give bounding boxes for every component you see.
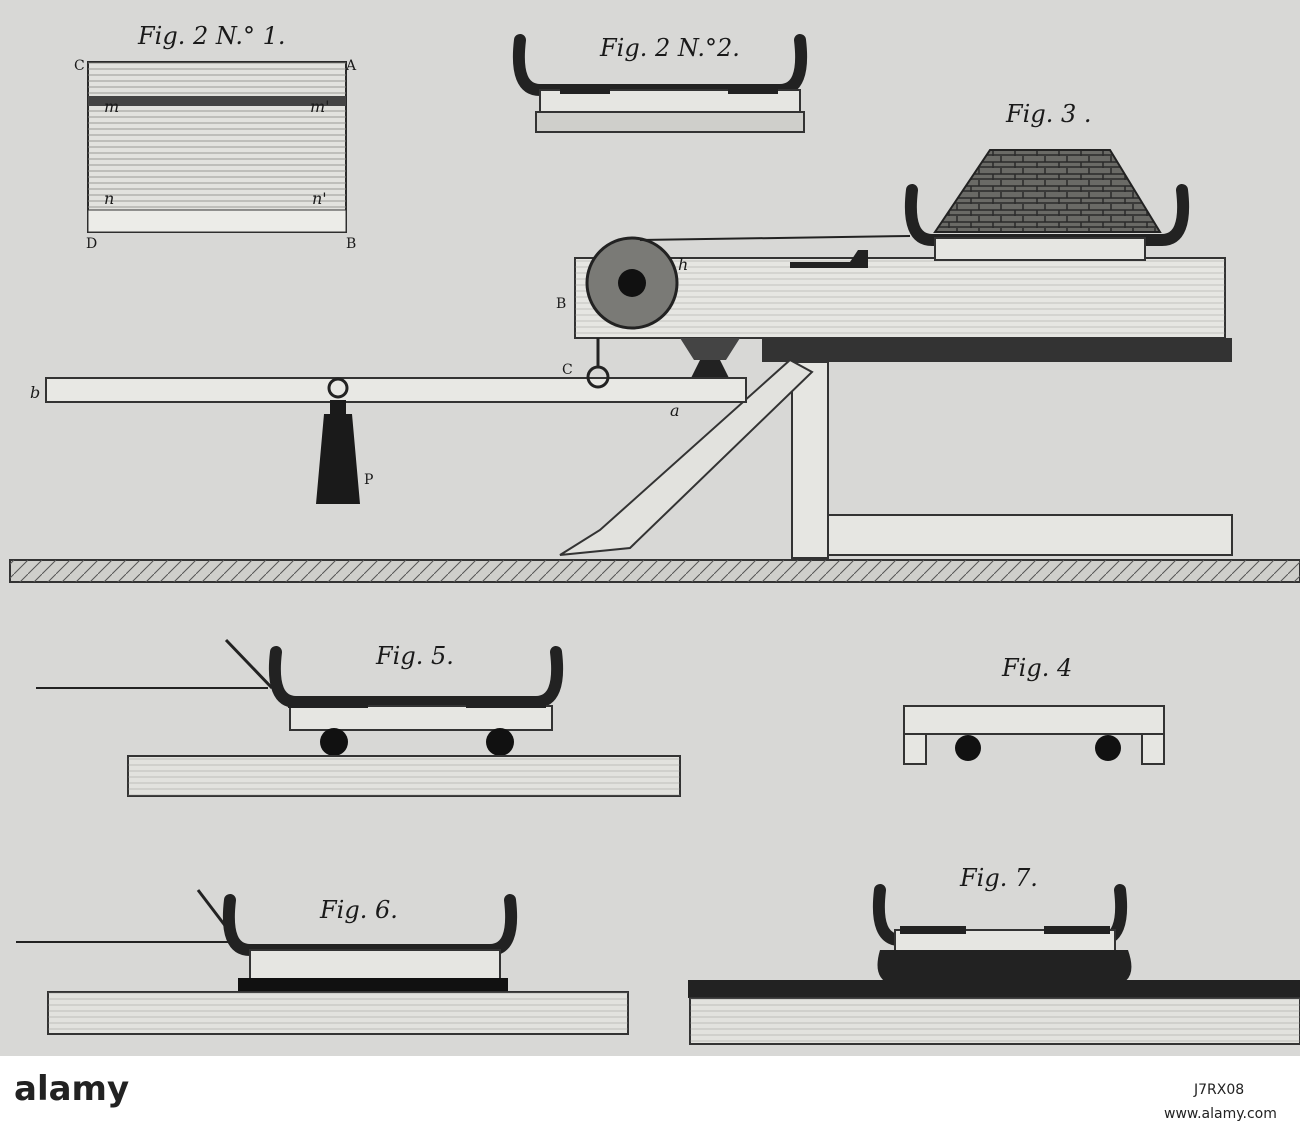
fig5-sled-rollers (36, 638, 681, 797)
site-url: www.alamy.com (1164, 1106, 1277, 1122)
letter-C-hook: C (562, 362, 573, 378)
engraving-plate: Fig. 2 N.° 1. Fig. 2 N.°2. Fig. 3 . Fig.… (0, 0, 1300, 1056)
fig3-label: Fig. 3 . (1005, 100, 1091, 128)
letter-m-prime: m' (310, 97, 330, 116)
brand-logo: alamy (14, 1069, 129, 1109)
letter-b-small: b (30, 383, 40, 402)
letter-D-corner: D (86, 236, 97, 252)
fig4-board (903, 705, 1165, 765)
plate-drawing: Fig. 2 N.° 1. Fig. 2 N.°2. Fig. 3 . Fig.… (9, 22, 1300, 1045)
letter-P-weight: P (364, 472, 373, 488)
footer-drawing: alamy J7RX08 www.alamy.com (14, 1069, 1277, 1122)
letter-m: m (104, 97, 119, 116)
letter-C-corner: C (74, 58, 85, 74)
letter-n: n (104, 189, 114, 208)
image-id: J7RX08 (1193, 1082, 1244, 1098)
letter-h-small: h (678, 255, 688, 274)
fig6-sled (16, 889, 629, 1035)
letter-a-small: a (670, 401, 680, 420)
letter-n-prime: n' (312, 189, 327, 208)
fig2-no1-diagram (87, 61, 347, 233)
watermark-footer: alamy J7RX08 www.alamy.com (0, 1056, 1300, 1142)
fig2-no2-sled (512, 34, 808, 133)
fig2-no2-label: Fig. 2 N.°2. (599, 34, 740, 62)
fig6-label: Fig. 6. (319, 896, 398, 924)
letter-B-corner: B (346, 236, 356, 252)
fig5-label: Fig. 5. (375, 642, 454, 670)
letter-B-frame: B (556, 296, 566, 312)
fig2-no1-label: Fig. 2 N.° 1. (137, 22, 285, 50)
letter-A-corner: A (345, 58, 357, 74)
fig7-sled (688, 884, 1300, 1045)
fig7-label: Fig. 7. (959, 864, 1038, 892)
fig3-apparatus (9, 149, 1300, 583)
fig4-label: Fig. 4 (1001, 654, 1072, 682)
